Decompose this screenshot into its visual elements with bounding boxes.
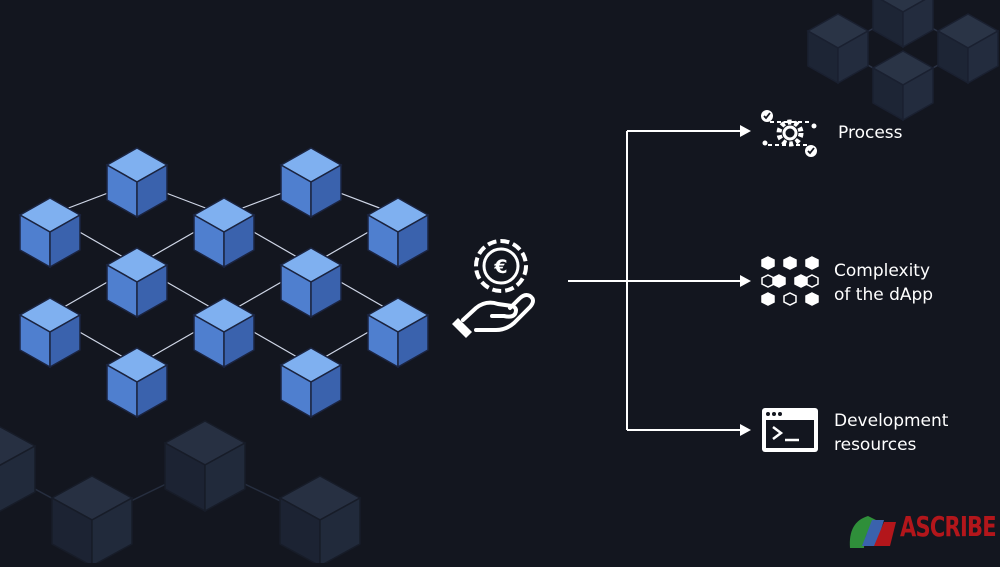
block-cube bbox=[106, 147, 168, 218]
arrow-heads bbox=[740, 125, 751, 436]
block-cube bbox=[19, 197, 81, 268]
branch-label-line: Process bbox=[838, 123, 903, 143]
block-cube bbox=[367, 297, 429, 368]
hexagon-network-icon bbox=[761, 256, 819, 306]
hand-holding-euro-coin-icon: € bbox=[452, 239, 535, 338]
block-cube bbox=[280, 347, 342, 418]
block-cube bbox=[106, 347, 168, 418]
logo-mark bbox=[849, 516, 896, 548]
block-cube bbox=[193, 197, 255, 268]
process-gears-icon bbox=[761, 110, 817, 157]
block-cube bbox=[280, 147, 342, 218]
block-cube bbox=[367, 197, 429, 268]
branch-label-complexity: Complexity of the dApp bbox=[834, 259, 933, 307]
background-network-bottom-left bbox=[0, 420, 361, 567]
branch-label-line: of the dApp bbox=[834, 285, 934, 305]
block-cube bbox=[193, 297, 255, 368]
svg-text:€: € bbox=[493, 256, 507, 278]
branch-label-process: Process bbox=[838, 121, 903, 145]
branch-label-line: Complexity bbox=[834, 261, 931, 281]
block-cube bbox=[280, 247, 342, 318]
branch-label-development: Development resources bbox=[834, 409, 948, 457]
block-cube bbox=[19, 297, 81, 368]
branch-label-line: resources bbox=[834, 435, 917, 455]
logo-text: ASCRIBE bbox=[900, 510, 997, 543]
block-cube bbox=[106, 247, 168, 318]
background-network-top-right bbox=[807, 0, 999, 121]
connector-lines bbox=[568, 130, 742, 431]
terminal-window-icon bbox=[762, 408, 818, 452]
branch-label-line: Development bbox=[834, 411, 949, 431]
blockchain-network bbox=[19, 147, 429, 418]
